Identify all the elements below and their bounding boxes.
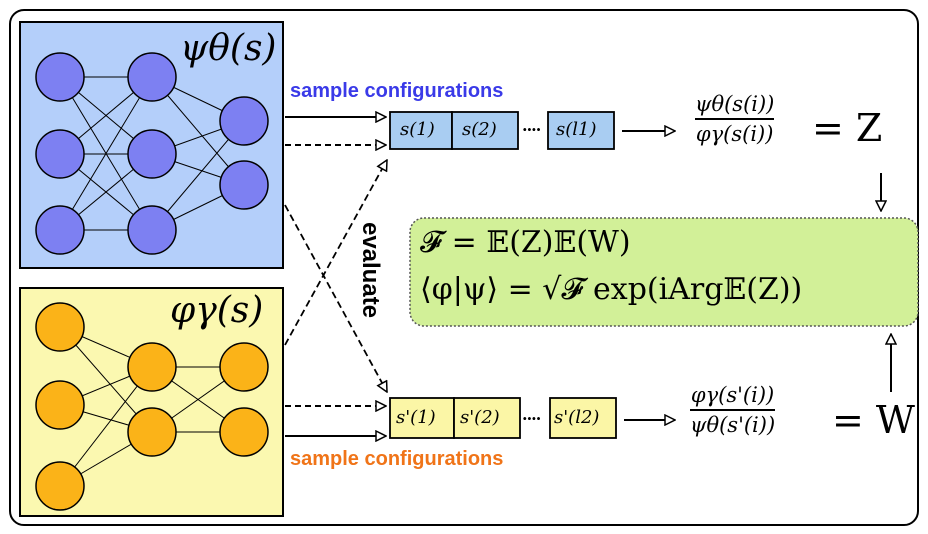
top-cell-1 (389, 111, 453, 150)
sample-configurations-top-label: sample configurations (290, 80, 504, 102)
evaluate-arrow-psi-to-bottom (284, 204, 387, 392)
psi-node-l1-n1 (127, 129, 177, 179)
phi-node-l0-n1 (35, 380, 85, 430)
psi-network-nodes (35, 52, 269, 255)
phi-node-l2-n1 (219, 407, 269, 457)
phi-network-nodes (35, 302, 269, 511)
psi-network-label: ψθ(s) (180, 28, 277, 69)
psi-node-l0-n1 (35, 129, 85, 179)
evaluate-arrow-phi-to-top (284, 160, 387, 346)
phi-node-l0-n0 (35, 302, 85, 352)
psi-node-l2-n1 (219, 160, 269, 210)
top-cell-last-text: s(l1) (556, 119, 597, 140)
fidelity-formula-line2: ⟨φ|ψ⟩ = √𝓕 exp(iArg𝔼(Z)) (420, 272, 803, 307)
phi-node-l2-n0 (219, 342, 269, 392)
phi-node-l0-n2 (35, 461, 85, 511)
Z-ratio-fraction: ψθ(s(i)) φγ(s(i)) (695, 92, 775, 146)
bottom-cell-1-text: s'(1) (396, 407, 436, 428)
bottom-cell-last (549, 397, 617, 439)
W-ratio-denominator: ψθ(s'(i)) (690, 413, 776, 437)
phi-node-l1-n1 (127, 407, 177, 457)
Z-equals: = Z (812, 106, 883, 150)
W-ratio-numerator: φγ(s'(i)) (690, 383, 775, 407)
bottom-cell-last-text: s'(l2) (554, 407, 600, 428)
bottom-cell-2-text: s'(2) (460, 407, 500, 428)
psi-node-l0-n2 (35, 205, 85, 255)
phi-network-label: φγ(s) (170, 290, 264, 331)
top-cell-2-text: s(2) (462, 119, 497, 140)
psi-node-l1-n2 (127, 205, 177, 255)
bottom-cells-ellipsis: ···· (522, 409, 541, 428)
top-cell-2 (451, 111, 519, 150)
fidelity-formula-line1: 𝓕 = 𝔼(Z)𝔼(W) (420, 225, 631, 260)
psi-node-l0-n0 (35, 52, 85, 102)
psi-node-l1-n0 (127, 52, 177, 102)
W-ratio-fraction: φγ(s'(i)) ψθ(s'(i)) (690, 383, 776, 437)
Z-ratio-denominator: φγ(s(i)) (695, 122, 774, 146)
fidelity-formula-box (409, 217, 919, 327)
evaluate-label: evaluate (357, 221, 384, 319)
psi-edge (59, 76, 153, 231)
bottom-cell-2 (453, 397, 521, 439)
top-cells-ellipsis: ···· (522, 120, 541, 139)
sample-configurations-bottom-label: sample configurations (290, 448, 504, 470)
top-cell-1-text: s(1) (400, 119, 435, 140)
Z-ratio-numerator: ψθ(s(i)) (695, 92, 775, 116)
phi-node-l1-n0 (127, 342, 177, 392)
W-equals: = W (832, 398, 915, 442)
phi-edge (59, 366, 153, 487)
top-cell-last (547, 111, 615, 150)
psi-node-l2-n0 (219, 96, 269, 146)
